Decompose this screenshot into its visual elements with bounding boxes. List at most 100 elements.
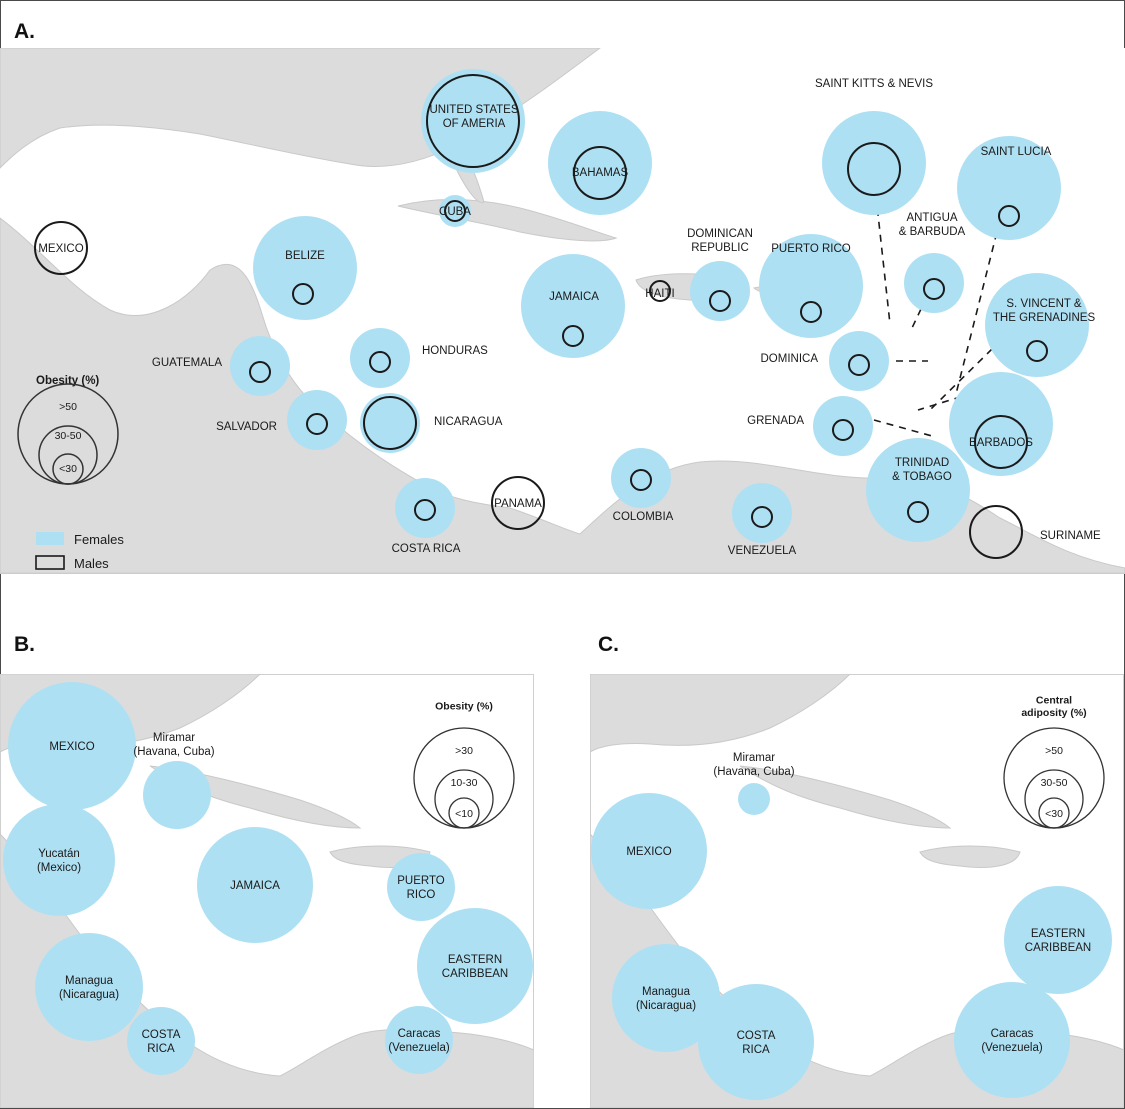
legend-females-label: Females <box>74 532 124 547</box>
female-bubble-cuba <box>439 195 471 227</box>
legend-b-level-2: <10 <box>455 808 473 820</box>
legend-b-circle-small <box>448 797 480 829</box>
female-bubble-dominica <box>829 331 889 391</box>
male-bubble-trinidad-tobago <box>907 501 929 523</box>
male-bubble-bahamas <box>573 146 627 200</box>
male-bubble-salvador <box>306 413 328 435</box>
bubble-eastern-caribbean <box>417 908 533 1024</box>
legend-a-title: Obesity (%) <box>36 375 99 387</box>
bubble-mexico <box>8 682 136 810</box>
label-barbados: BARBADOS <box>969 437 1033 449</box>
legend-a-level-0: >50 <box>59 401 77 413</box>
female-bubble-guatemala <box>230 336 290 396</box>
bubble-jamaica <box>197 827 313 943</box>
label-antigua-barbuda: ANTIGUA& BARBUDA <box>899 212 966 238</box>
label-miramar-havana-cuba: Miramar(Havana, Cuba) <box>133 732 214 758</box>
label-miramar-havana-cuba: Miramar(Havana, Cuba) <box>713 752 794 778</box>
bubble-miramar-havana-cuba <box>143 761 211 829</box>
label-caracas-venezuela: Caracas(Venezuela) <box>388 1028 450 1054</box>
female-bubble-venezuela <box>732 483 792 543</box>
label-caracas-venezuela: Caracas(Venezuela) <box>981 1028 1043 1054</box>
bubble-mexico <box>591 793 707 909</box>
male-bubble-honduras <box>369 351 391 373</box>
male-bubble-dominica <box>848 354 870 376</box>
female-bubble-s-vincent-the-grenadines <box>985 273 1089 377</box>
male-bubble-jamaica <box>562 325 584 347</box>
male-bubble-antigua-barbuda <box>923 278 945 300</box>
bubble-managua-nicaragua <box>35 933 143 1041</box>
label-trinidad-tobago: TRINIDAD& TOBAGO <box>892 457 952 483</box>
female-bubble-nicaragua <box>360 393 420 453</box>
leader-saint-kitts <box>875 195 891 325</box>
label-mexico: MEXICO <box>38 243 83 255</box>
male-bubble-colombia <box>630 469 652 491</box>
male-bubble-barbados <box>974 415 1028 469</box>
male-bubble-belize <box>292 283 314 305</box>
male-bubble-venezuela <box>751 506 773 528</box>
male-bubble-haiti <box>649 280 671 302</box>
label-colombia: COLOMBIA <box>613 511 674 523</box>
label-managua-nicaragua: Managua(Nicaragua) <box>636 986 696 1012</box>
male-bubble-s-vincent-the-grenadines <box>1026 340 1048 362</box>
female-bubble-bahamas <box>548 111 652 215</box>
panel-b-label: B. <box>14 633 35 656</box>
female-bubble-united-states-of-ameria <box>421 69 525 173</box>
label-panama: PANAMA <box>494 498 542 510</box>
bubble-miramar-havana-cuba <box>738 783 770 815</box>
legend-a-level-2: <30 <box>59 463 77 475</box>
label-suriname: SURINAME <box>1040 530 1101 542</box>
label-s-vincent-the-grenadines: S. VINCENT &THE GRENADINES <box>993 298 1096 324</box>
label-mexico: MEXICO <box>626 846 671 858</box>
female-bubble-trinidad-tobago <box>866 438 970 542</box>
female-bubble-puerto-rico <box>759 234 863 338</box>
legend-a-circle-small <box>52 453 84 485</box>
male-bubble-costa-rica <box>414 499 436 521</box>
leader-saint-lucia <box>955 219 1001 395</box>
male-bubble-grenada <box>832 419 854 441</box>
male-bubble-guatemala <box>249 361 271 383</box>
label-saint-kitts-nevis: SAINT KITTS & NEVIS <box>815 78 933 90</box>
female-bubble-grenada <box>813 396 873 456</box>
label-yucat-n-mexico: Yucatán(Mexico) <box>37 848 81 874</box>
legend-males-swatch <box>35 555 65 570</box>
label-cuba: CUBA <box>439 206 471 218</box>
female-bubble-antigua-barbuda <box>904 253 964 313</box>
label-grenada: GRENADA <box>747 415 804 427</box>
land-c-cuba <box>739 765 952 829</box>
label-managua-nicaragua: Managua(Nicaragua) <box>59 975 119 1001</box>
label-bahamas: BAHAMAS <box>572 167 629 179</box>
male-bubble-dominican-republic <box>709 290 731 312</box>
land-c-north <box>590 674 851 753</box>
bubble-puerto-rico <box>387 853 455 921</box>
male-bubble-nicaragua <box>363 396 417 450</box>
female-bubble-honduras <box>350 328 410 388</box>
label-jamaica: JAMAICA <box>549 291 599 303</box>
label-puerto-rico: PUERTO RICO <box>771 243 851 255</box>
legend-c-circle-small <box>1038 797 1070 829</box>
female-bubble-salvador <box>287 390 347 450</box>
bubble-costa-rica <box>127 1007 195 1075</box>
legend-males-label: Males <box>74 556 109 571</box>
male-bubble-suriname <box>969 505 1023 559</box>
bubble-caracas-venezuela <box>385 1006 453 1074</box>
bubble-costa-rica <box>698 984 814 1100</box>
label-dominica: DOMINICA <box>761 353 819 365</box>
female-bubble-jamaica <box>521 254 625 358</box>
label-salvador: SALVADOR <box>216 421 277 433</box>
male-bubble-panama <box>491 476 545 530</box>
legend-c-level-0: >50 <box>1045 745 1063 757</box>
female-bubble-saint-kitts-nevis <box>822 111 926 215</box>
male-bubble-mexico <box>34 221 88 275</box>
label-venezuela: VENEZUELA <box>728 545 797 557</box>
female-bubble-costa-rica <box>395 478 455 538</box>
legend-b-level-1: 10-30 <box>451 777 478 789</box>
